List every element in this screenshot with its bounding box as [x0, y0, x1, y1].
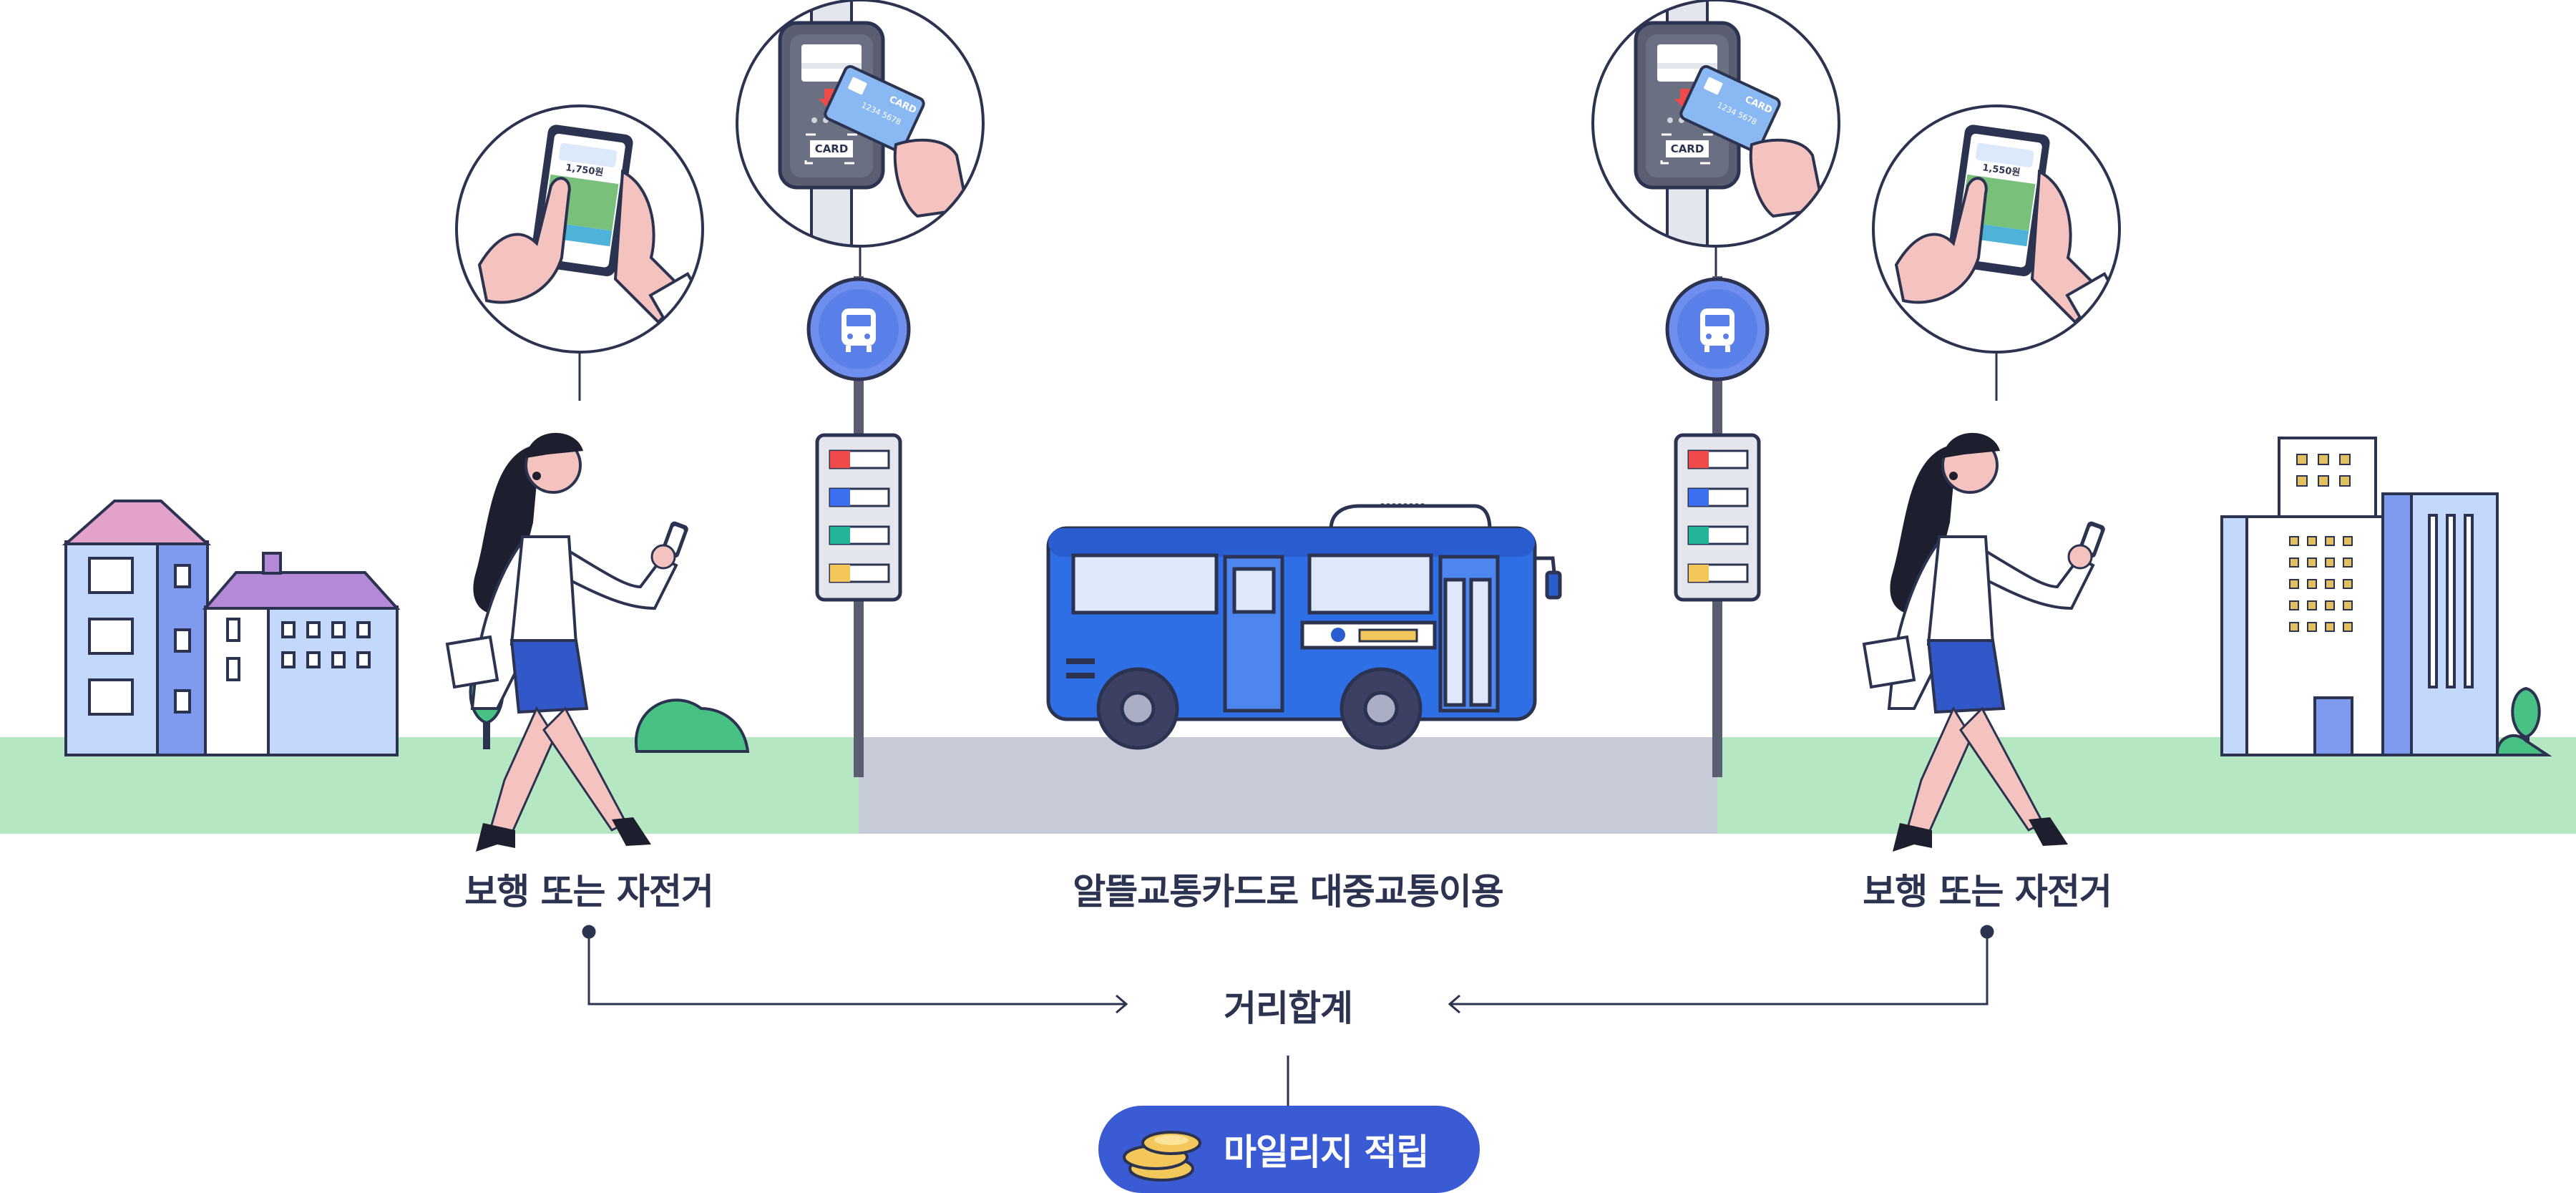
- mileage-button-label: 마일리지 적립: [1224, 1131, 1429, 1173]
- right-building-windows: [2289, 454, 2353, 632]
- bus: [1046, 503, 1562, 750]
- reader-label-right: CARD: [1671, 142, 1704, 155]
- arrow-left-icon: [1448, 994, 1460, 1014]
- left-houses: [62, 500, 401, 756]
- flow-arrows: [582, 925, 1994, 1106]
- right-mode-label: 보행 또는 자전거: [1863, 871, 2112, 912]
- mileage-button[interactable]: [1098, 1106, 1480, 1193]
- center-mode-label: 알뜰교통카드로 대중교통이용: [1073, 871, 1503, 912]
- phone-amount-right: 1,550원: [1981, 162, 2021, 178]
- left-card-reader-zoom: [736, 0, 985, 248]
- right-tree: [2495, 686, 2552, 756]
- bus-stop-icon: [1667, 276, 1767, 777]
- left-mode-label: 보행 또는 자전거: [464, 871, 714, 912]
- right-buildings: [2220, 437, 2499, 756]
- arrow-right-icon: [1116, 994, 1128, 1014]
- right-phone-zoom: [1872, 104, 2121, 354]
- left-phone-zoom: [455, 104, 704, 354]
- right-card-reader-zoom: [1591, 0, 1840, 248]
- road: [859, 737, 1717, 834]
- coins-icon: [1123, 1131, 1201, 1182]
- phone-amount-left: 1,750원: [565, 162, 604, 178]
- distance-total-label: 거리합계: [1224, 988, 1353, 1029]
- reader-label-left: CARD: [815, 142, 849, 155]
- bus-stop-icon: [809, 276, 909, 777]
